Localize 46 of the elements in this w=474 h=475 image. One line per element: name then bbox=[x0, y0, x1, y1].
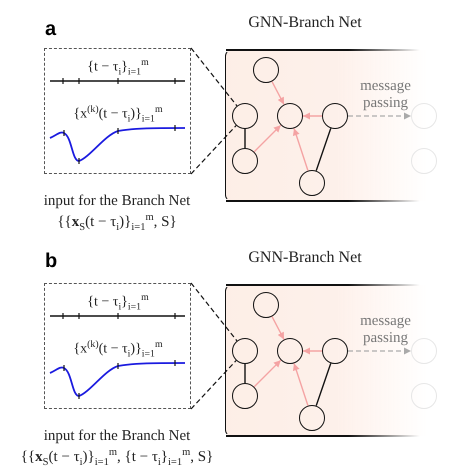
node-label: input for the Branch Net bbox=[44, 428, 190, 444]
arrow bbox=[254, 124, 282, 152]
zoom-inset-box bbox=[44, 48, 191, 174]
graph-node-circle bbox=[277, 103, 303, 129]
graph-node-circle bbox=[299, 405, 325, 431]
connector-line bbox=[316, 128, 332, 171]
graph-node-circle bbox=[411, 103, 437, 129]
panel-letter: a bbox=[45, 18, 56, 41]
arrow bbox=[348, 112, 411, 120]
zoom-inset-box bbox=[44, 283, 191, 409]
panel-title: GNN-Branch Net bbox=[248, 249, 362, 267]
arrow bbox=[303, 112, 322, 120]
arrow bbox=[254, 360, 282, 388]
node-math-label: {{x$_{S}$(t − τ$_{i}$)}$_{i=1}$$^{m}$, {t − τ$_{i}$}$_{i=1}$$^{m}$, S} bbox=[20, 447, 214, 469]
graph-node-circle bbox=[232, 103, 258, 129]
graph-node-circle bbox=[411, 148, 437, 174]
arrow bbox=[271, 81, 285, 105]
edge-label: message passing bbox=[359, 313, 412, 346]
dashed-line bbox=[190, 48, 238, 106]
graph-node-circle bbox=[322, 103, 348, 129]
panel-title: GNN-Branch Net bbox=[248, 14, 362, 32]
arrow bbox=[271, 316, 285, 340]
graph-node-circle bbox=[232, 338, 258, 364]
connector-line bbox=[244, 364, 246, 383]
edge-label: message passing bbox=[359, 78, 412, 111]
graph-node-circle bbox=[322, 338, 348, 364]
arrow bbox=[348, 348, 411, 354]
graph-node-circle bbox=[232, 148, 258, 174]
arrow bbox=[303, 348, 322, 354]
graph-node-circle bbox=[411, 383, 437, 409]
connector-line bbox=[316, 363, 332, 406]
arrow bbox=[292, 128, 309, 171]
connector-line bbox=[244, 129, 246, 148]
graph-node-circle bbox=[277, 338, 303, 364]
graph-node-circle bbox=[232, 383, 258, 409]
node-math-label: {{x$_{S}$(t − τ$_{i}$)}$_{i=1}$$^{m}$, S} bbox=[57, 212, 177, 234]
graph-node-circle bbox=[411, 338, 437, 364]
arrow bbox=[292, 363, 309, 406]
panel-letter: b bbox=[45, 250, 58, 273]
graph-node-circle bbox=[253, 292, 279, 318]
dashed-line bbox=[190, 360, 237, 410]
dashed-line bbox=[190, 282, 238, 342]
dashed-line bbox=[190, 125, 237, 174]
graph-node-circle bbox=[299, 170, 325, 196]
graph-node-circle bbox=[253, 57, 279, 83]
node-label: input for the Branch Net bbox=[44, 193, 190, 210]
